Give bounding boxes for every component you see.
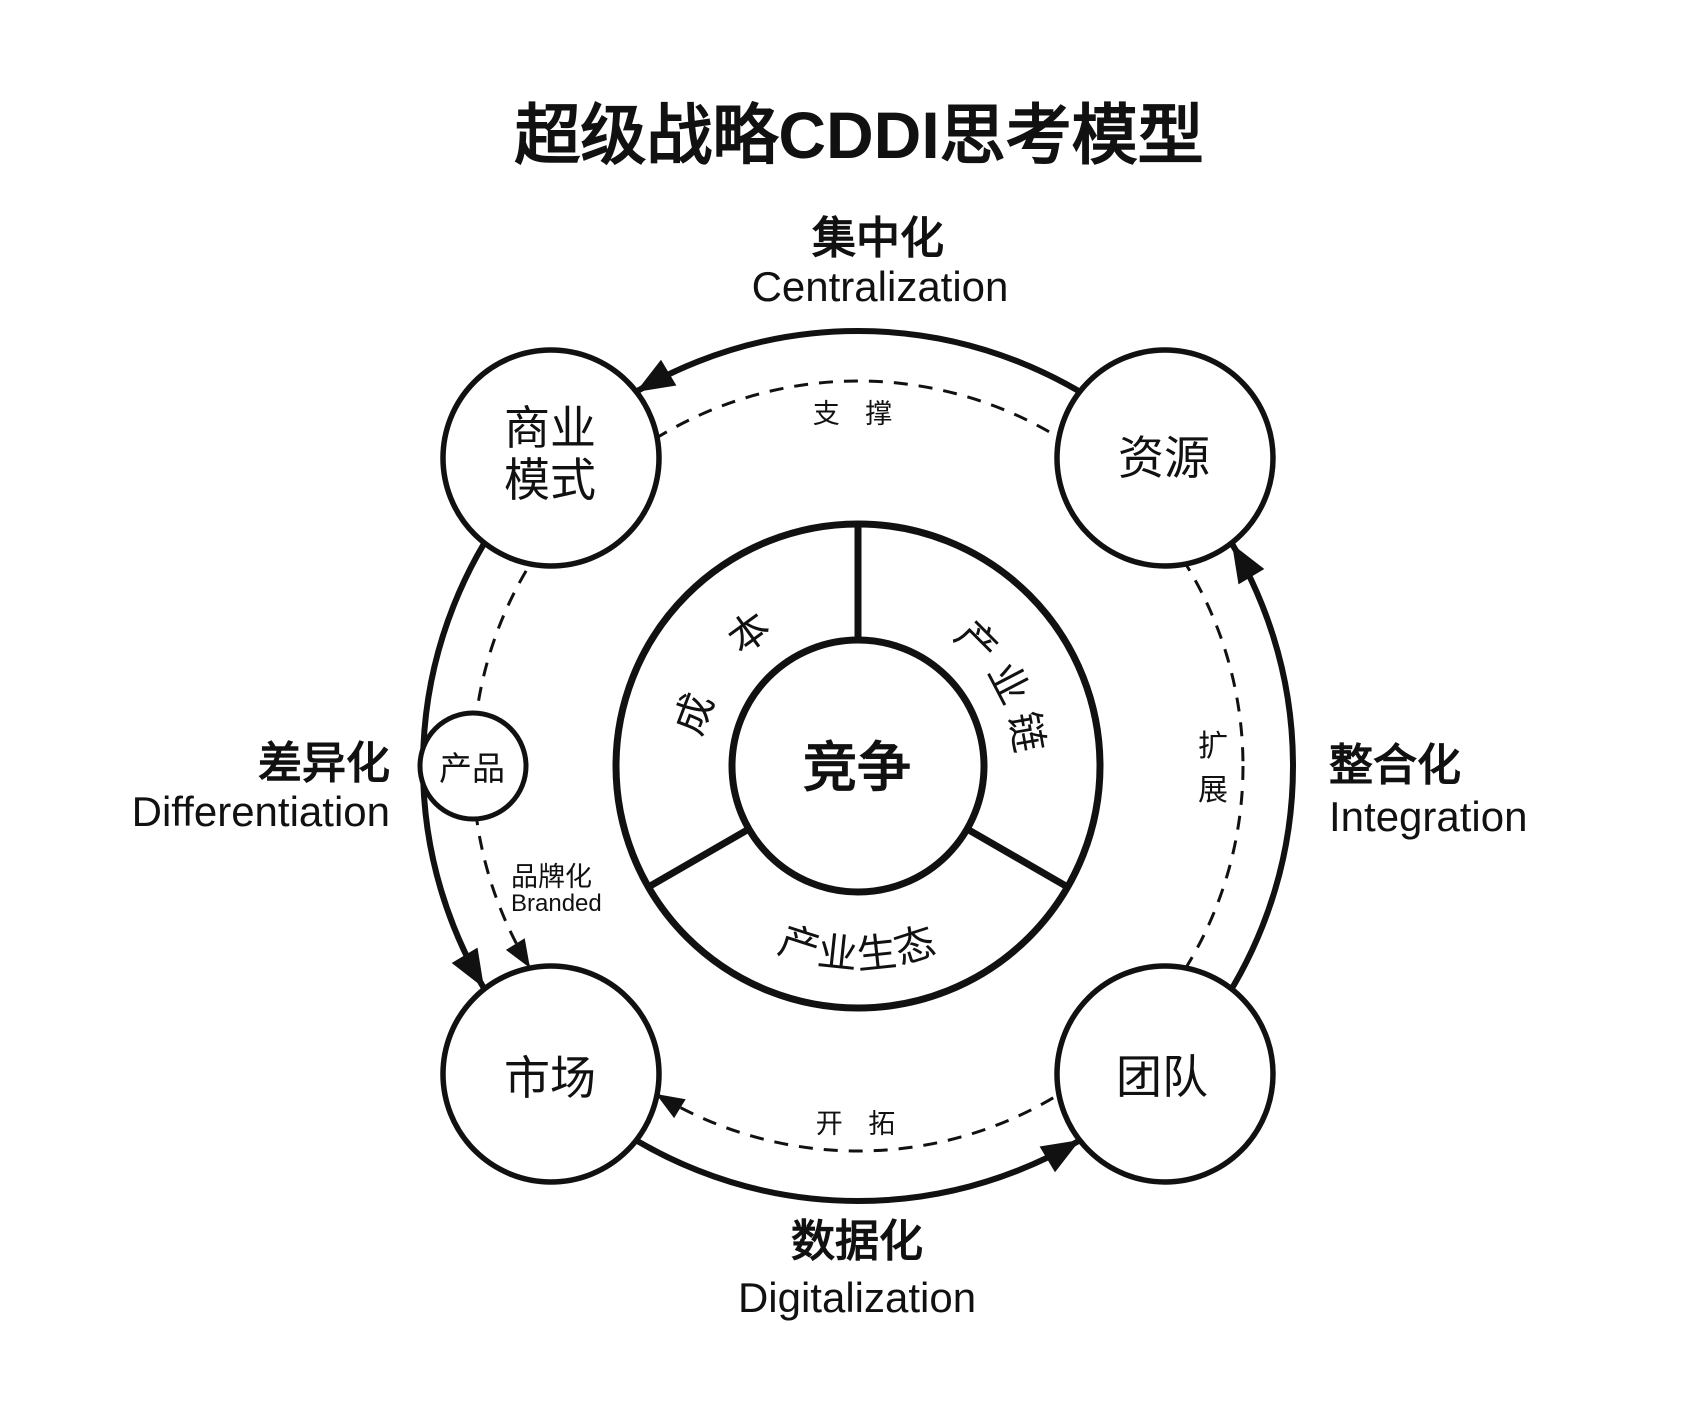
solid-arrowhead-to-resources <box>1232 544 1265 585</box>
node-resources-circle <box>1054 347 1276 569</box>
dashed-arrowhead-to-market-top <box>505 938 530 968</box>
solid-arrowhead-to-business-model <box>636 359 677 392</box>
label-centralization-zh: 集中化 <box>811 214 944 263</box>
label-differentiation-en: Differentiation <box>132 788 390 835</box>
label-centralization-en: Centralization <box>752 263 1009 310</box>
arc-label-expand-char1: 扩 <box>1198 730 1228 763</box>
label-integration-en: Integration <box>1329 793 1527 840</box>
core-competition-label: 竞争 <box>803 738 911 798</box>
node-product-label: 产品 <box>439 750 505 787</box>
label-differentiation-zh: 差异化 <box>258 739 390 788</box>
arc-label-expand-char2: 展 <box>1198 774 1228 807</box>
solid-arrowhead-to-market <box>451 947 484 988</box>
solid-arrowhead-to-team <box>1039 1140 1080 1173</box>
node-market-circle <box>440 963 662 1185</box>
node-business-model-label-line2: 模式 <box>504 454 596 506</box>
label-integration-zh: 整合化 <box>1329 741 1461 790</box>
arc-label-support: 支 撑 <box>813 399 902 429</box>
arc-label-branded-en: Branded <box>511 890 602 917</box>
node-team-label: 团队 <box>1116 1051 1208 1103</box>
donut-divider-lower-right <box>965 825 1070 891</box>
node-business-model-label-line1: 商业 <box>504 402 596 454</box>
label-digitalization-zh: 数据化 <box>791 1217 923 1266</box>
node-business-model-circle <box>440 347 662 569</box>
node-resources-label: 资源 <box>1118 432 1210 484</box>
arc-label-branded-zh: 品牌化 <box>511 862 592 892</box>
dashed-arrowhead-to-market-right <box>656 1094 686 1119</box>
donut-divider-lower-left <box>646 825 751 891</box>
arc-label-pioneer: 开 拓 <box>816 1109 905 1139</box>
diagram-title: 超级战略CDDI思考模型 <box>514 98 1203 172</box>
label-digitalization-en: Digitalization <box>738 1274 976 1321</box>
node-team-circle <box>1054 963 1276 1185</box>
node-product-circle <box>417 710 529 822</box>
node-market-label: 市场 <box>504 1052 596 1104</box>
